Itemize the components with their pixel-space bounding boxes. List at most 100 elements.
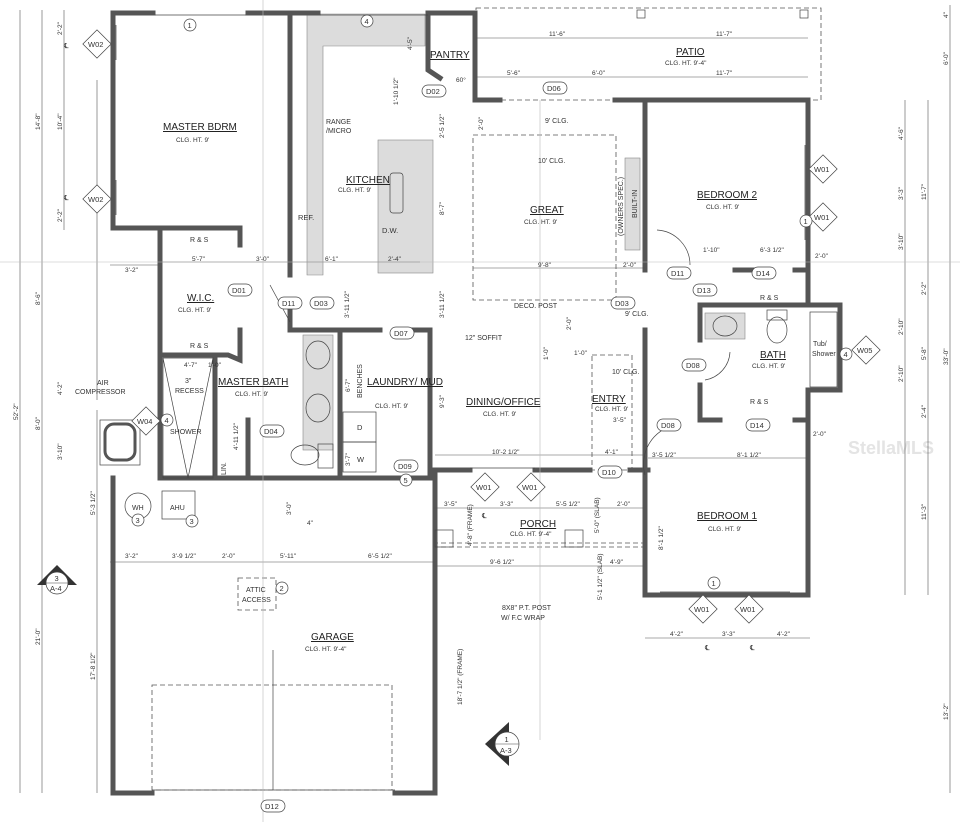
clg-height: CLG. HT. 9'	[338, 187, 371, 194]
room-laundry: LAUNDRY/ MUD	[367, 377, 443, 388]
dim-label: 5'-1 1/2" (SLAB)	[597, 553, 604, 600]
ceiling-9-label: 9' CLG.	[625, 311, 649, 318]
dim-label: 2'-0"	[623, 262, 637, 269]
clg-height: CLG. HT. 9'-4"	[305, 646, 347, 653]
dim-label: 4"	[307, 520, 314, 527]
dim-label: 3'-11 1/2"	[439, 290, 446, 318]
dim-label: 11'-6"	[549, 31, 566, 38]
dim-label: 14'-8"	[35, 113, 42, 130]
room-entry: ENTRY	[592, 394, 626, 405]
dim-label: 8'-0"	[35, 416, 42, 430]
dim-label: 1'-10 1/2"	[393, 77, 400, 105]
clg-height: CLG. HT. 9'	[752, 363, 785, 370]
dim-label: 2'-0"	[566, 316, 573, 330]
section-number: 3	[55, 574, 59, 583]
dryer-label: D	[357, 423, 363, 432]
rs-label: R & S	[750, 399, 769, 406]
ahu-label: AHU	[170, 505, 185, 512]
keynotes: 1 4 1 4 4 3 3 2 5 1	[131, 14, 853, 595]
door-tag: D11	[671, 269, 684, 278]
window-tag: W01	[694, 605, 709, 614]
dim-label: 9'-6 1/2"	[490, 559, 514, 566]
shower-label: SHOWER	[170, 429, 202, 436]
room-master-bdrm: MASTER BDRM	[163, 122, 237, 133]
section-number: 1	[505, 735, 509, 744]
dim-label: 10'-2 1/2"	[492, 449, 520, 456]
window-tag: W04	[137, 417, 152, 426]
window-tag: W01	[740, 605, 755, 614]
dim-label: 10'-4"	[57, 113, 64, 130]
dim-label: 3'-3"	[722, 631, 736, 638]
window-tag: W05	[857, 346, 872, 355]
section-marker-3-a4: 3 A-4	[37, 565, 77, 595]
dim-label: 4"	[943, 11, 950, 18]
rs-label: R & S	[190, 237, 209, 244]
dim-label: 17'-8 1/2"	[90, 652, 97, 680]
section-marker-1-a3: 1 A-3	[485, 722, 520, 766]
dim-label: 4'-1"	[605, 449, 619, 456]
dimension-labels: 52'-2" 14'-8" 10'-4" 2'-2" 2'-2" 8'-6" 4…	[13, 11, 950, 720]
centerline-mark: ℄	[63, 195, 69, 202]
range-label: /MICRO	[326, 128, 352, 135]
attic-access-label: ATTIC	[246, 587, 266, 594]
keynote: 3	[136, 516, 140, 525]
door-tag: D14	[756, 269, 770, 278]
dim-label: 21'-0"	[35, 628, 42, 645]
room-labels: MASTER BDRM CLG. HT. 9' KITCHEN CLG. HT.…	[163, 47, 786, 653]
post-note: W/ F.C WRAP	[501, 615, 545, 622]
patio	[475, 7, 822, 101]
clg-height: CLG. HT. 9'	[178, 307, 211, 314]
dim-label: 6'-7"	[345, 378, 352, 392]
dim-label: 4'-5"	[407, 36, 414, 50]
clg-height: CLG. HT. 9'	[375, 403, 408, 410]
dim-label: 5'-3 1/2"	[90, 491, 97, 515]
dim-label: 3'-7"	[345, 452, 352, 466]
centerline-mark: ℄	[749, 645, 755, 652]
recess-label: 3"	[185, 378, 192, 385]
door-tag: D08	[661, 421, 675, 430]
dim-label: 2'-2"	[921, 281, 928, 295]
dim-label: 2'-10"	[898, 365, 905, 382]
dim-label: 2'-2"	[57, 208, 64, 222]
window-tag: W02	[88, 195, 103, 204]
clg-height: CLG. HT. 9'	[524, 219, 557, 226]
room-kitchen: KITCHEN	[346, 175, 390, 186]
dim-label: 3'-2"	[125, 553, 139, 560]
dim-label: 2'-0"	[478, 116, 485, 130]
dw-label: D.W.	[382, 226, 398, 235]
dim-label: 9'-8"	[538, 262, 552, 269]
dim-label: 11'-3"	[921, 503, 928, 520]
room-dining: DINING/OFFICE	[466, 397, 541, 408]
post-note: 8X8" P.T. POST	[502, 605, 552, 612]
door-tag: D09	[398, 462, 412, 471]
dim-label: 6'-1"	[325, 256, 339, 263]
clg-height: CLG. HT. 9'-4"	[665, 60, 707, 67]
window-tag: W01	[814, 165, 829, 174]
linen-label: LIN.	[221, 462, 228, 475]
door-tag: D03	[615, 299, 629, 308]
washer-label: W	[357, 455, 365, 464]
keynote: 3	[190, 517, 194, 526]
dim-label: 3'-3"	[500, 501, 514, 508]
door-tag: D07	[394, 329, 408, 338]
centerline-mark: ℄	[63, 43, 69, 50]
dim-label: 8'-1 1/2"	[658, 526, 665, 550]
dim-label: 2'-4"	[388, 256, 402, 263]
clg-height: CLG. HT. 9'-4"	[510, 531, 552, 538]
keynote: 1	[804, 217, 808, 226]
dim-label: 3'-10"	[898, 233, 905, 250]
dim-label: 2'-0"	[813, 431, 827, 438]
dim-label: 3'-10"	[57, 443, 64, 460]
watermark: StellaMLS	[848, 438, 934, 458]
dim-label: 33'-0"	[943, 348, 950, 365]
dim-label: 8'-1 1/2"	[737, 452, 761, 459]
attic-access-label: ACCESS	[242, 597, 271, 604]
dim-label: 1'-0"	[208, 362, 222, 369]
dim-label: 4'-8" (FRAME)	[467, 504, 474, 546]
door-tag: D08	[686, 361, 700, 370]
door-tag: D13	[697, 286, 711, 295]
dim-label: 2'-0"	[815, 253, 829, 260]
dim-label: 1'-0"	[574, 350, 588, 357]
window-tags: W02 W02 W04 W05 W01 W01 W01 W01 W01 W01	[82, 29, 881, 624]
door-swing	[656, 229, 691, 266]
